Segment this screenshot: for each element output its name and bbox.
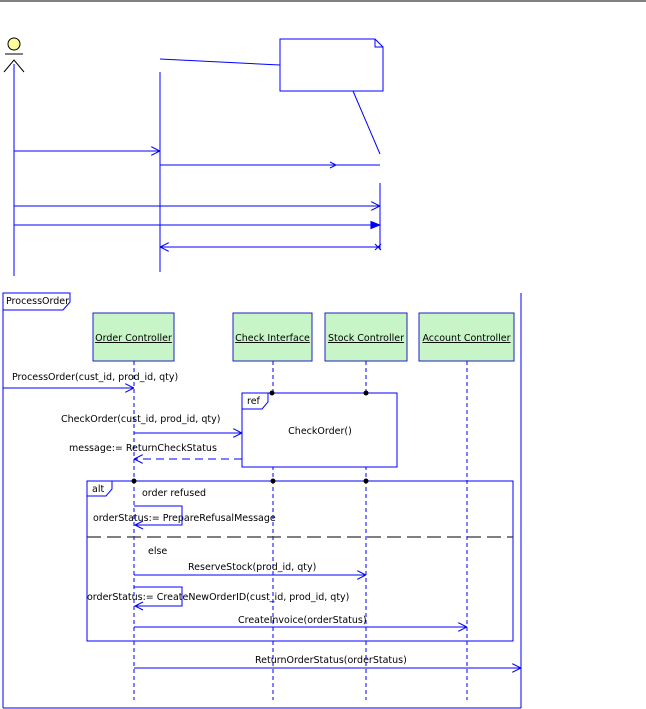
self-call-arrowhead [133, 520, 144, 530]
message-return-check-status[interactable]: message:= ReturnCheckStatus [69, 443, 242, 459]
interaction-frame: ProcessOrder [2, 292, 522, 709]
lifeline-stock-controller[interactable]: Stock Controller [324, 312, 408, 700]
upper-message-2-arrowhead [329, 161, 338, 169]
message-label: ReserveStock(prod_id, qty) [188, 562, 316, 573]
ref-gate-check [269, 390, 275, 396]
self-call-arrowhead [133, 601, 144, 611]
actor-icon[interactable] [3, 37, 25, 73]
frame-title-tab[interactable] [2, 292, 71, 311]
self-call-arrow [134, 505, 183, 526]
object-box[interactable] [232, 312, 313, 362]
message-create-order-id[interactable]: orderStatus:= CreateNewOrderID(cust_id, … [87, 586, 349, 611]
ref-tag-box [241, 392, 269, 410]
message-label: ReturnOrderStatus(orderStatus) [255, 655, 407, 666]
destroy-icon [374, 243, 382, 251]
ref-fragment[interactable]: ref CheckOrder() [241, 390, 398, 468]
message-process-order[interactable]: ProcessOrder(cust_id, prod_id, qty) [3, 372, 178, 388]
lifeline-check-interface[interactable]: Check Interface [232, 312, 313, 700]
upper-diagram [3, 37, 384, 276]
guard-order-refused: order refused [142, 488, 206, 499]
alt-fragment[interactable]: alt order refused else [86, 478, 514, 642]
alt-gate-order [131, 478, 137, 484]
message-label: orderStatus:= CreateNewOrderID(cust_id, … [87, 592, 349, 603]
ref-body: CheckOrder() [288, 426, 352, 437]
object-label: Check Interface [235, 333, 310, 344]
message-create-invoice[interactable]: CreateInvoice(orderStatus) [134, 615, 466, 627]
message-check-order[interactable]: CheckOrder(cust_id, prod_id, qty) [61, 414, 241, 433]
lifeline-order-controller[interactable]: Order Controller [92, 312, 175, 700]
ref-gate-stock [363, 390, 369, 396]
object-label: Stock Controller [328, 333, 404, 344]
object-box[interactable] [418, 312, 515, 362]
note-fold [374, 39, 383, 48]
guard-else: else [148, 546, 167, 557]
object-box[interactable] [324, 312, 408, 362]
message-label: ProcessOrder(cust_id, prod_id, qty) [12, 372, 178, 383]
note-box[interactable] [279, 38, 384, 92]
frame-title: ProcessOrder [6, 296, 69, 307]
message-prepare-refusal[interactable]: orderStatus:= PrepareRefusalMessage [93, 505, 276, 530]
object-label: Account Controller [422, 333, 510, 344]
message-label: orderStatus:= PrepareRefusalMessage [93, 513, 276, 524]
alt-tag-box [86, 480, 113, 497]
alt-tag: alt [92, 484, 104, 495]
alt-gate-stock [363, 478, 369, 484]
message-label: CreateInvoice(orderStatus) [238, 615, 367, 626]
message-return-order-status[interactable]: ReturnOrderStatus(orderStatus) [134, 655, 520, 668]
note-connector-left [159, 58, 281, 66]
alt-gate-check [270, 478, 276, 484]
message-reserve-stock[interactable]: ReserveStock(prod_id, qty) [134, 562, 365, 575]
self-call-arrow [134, 586, 183, 607]
note-connector-right [352, 90, 381, 155]
message-label: CheckOrder(cust_id, prod_id, qty) [61, 414, 220, 425]
object-box[interactable] [92, 312, 175, 362]
lifeline-account-controller[interactable]: Account Controller [418, 312, 515, 700]
message-label: message:= ReturnCheckStatus [69, 443, 217, 454]
object-label: Order Controller [95, 333, 172, 344]
ref-tag: ref [247, 396, 261, 407]
ref-box[interactable] [241, 392, 398, 468]
alt-box[interactable] [86, 480, 514, 642]
